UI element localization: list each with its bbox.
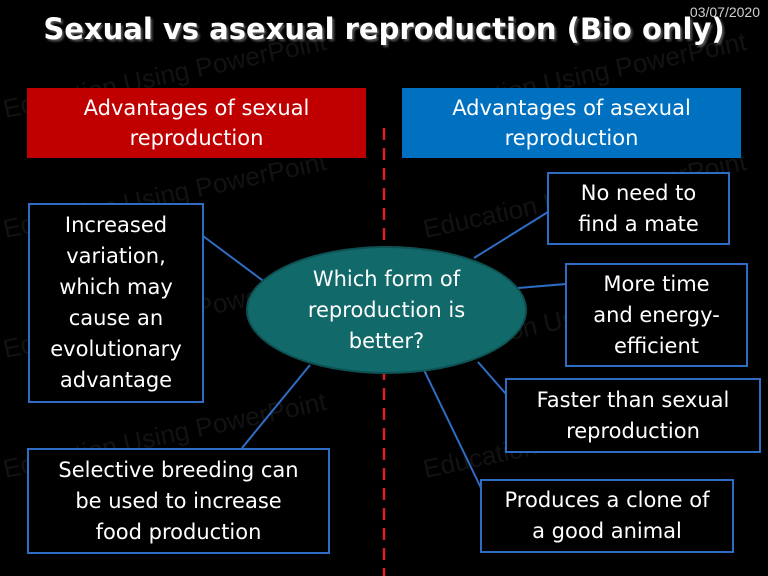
connector-line xyxy=(423,369,482,489)
asexual-advantage-box: More time and energy- efficient xyxy=(565,263,748,367)
sexual-advantage-box: Increased variation, which may cause an … xyxy=(28,203,204,403)
connector-line xyxy=(241,364,311,449)
asexual-advantage-box: Faster than sexual reproduction xyxy=(505,378,761,453)
sexual-advantage-box: Selective breeding can be used to increa… xyxy=(27,448,330,554)
asexual-advantages-header: Advantages of asexual reproduction xyxy=(402,88,741,158)
asexual-advantage-box: No need to find a mate xyxy=(547,172,730,245)
slide-date: 03/07/2020 xyxy=(689,4,760,20)
center-question: Which form of reproduction is better? xyxy=(246,246,527,374)
slide-title: Sexual vs asexual reproduction (Bio only… xyxy=(43,12,725,46)
connector-line xyxy=(473,211,549,259)
connector-line xyxy=(202,235,271,287)
connector-line xyxy=(477,361,507,395)
sexual-advantages-header: Advantages of sexual reproduction xyxy=(27,88,366,158)
connector-line xyxy=(517,283,567,289)
asexual-advantage-box: Produces a clone of a good animal xyxy=(480,479,734,553)
